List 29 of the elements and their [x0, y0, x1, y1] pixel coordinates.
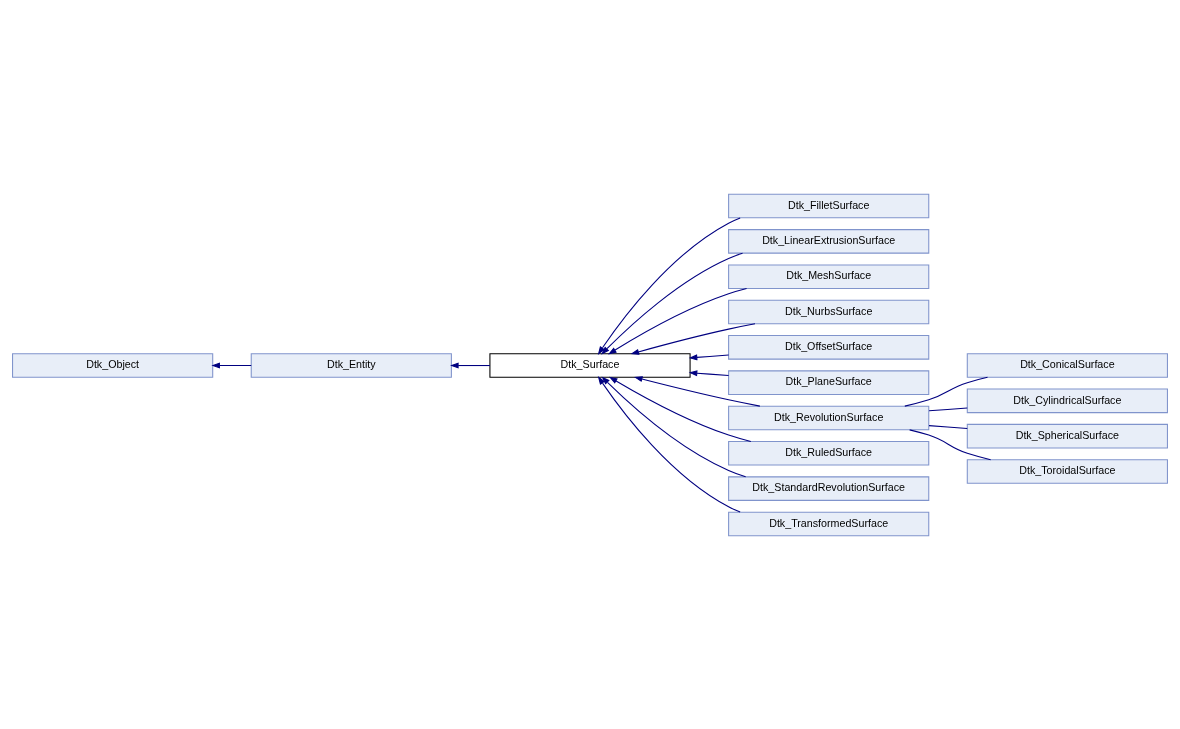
connector: [928, 424, 968, 429]
arrow: [450, 362, 491, 369]
node-box: Dtk_OffsetSurface: [728, 334, 930, 360]
arrow: [601, 252, 744, 355]
node-box: Dtk_Entity: [250, 352, 452, 378]
node-box: Dtk_Surface: [489, 352, 691, 378]
node-box: Dtk_RevolutionSurface: [728, 405, 930, 430]
node-box: Dtk_FilletSurface: [728, 193, 930, 218]
node-box: Dtk_ConicalSurface: [966, 352, 1168, 378]
node-box: Dtk_PlaneSurface: [728, 369, 930, 395]
arrow: [597, 216, 741, 355]
node-box: Dtk_NurbsSurface: [728, 299, 930, 324]
arrow: [211, 362, 252, 369]
node-box: Dtk_RuledSurface: [728, 440, 930, 466]
connector: [928, 407, 968, 411]
node-box: Dtk_ToroidalSurface: [966, 458, 1168, 484]
node-box: Dtk_SphericalSurface: [966, 423, 1168, 448]
arrow: [608, 287, 748, 354]
node-box: Dtk_TransformedSurface: [728, 511, 930, 536]
arrow: [601, 375, 747, 477]
node-box: Dtk_StandardRevolutionSurface: [728, 475, 930, 501]
connector: [904, 376, 989, 407]
node-box: Dtk_CylindricalSurface: [966, 388, 1168, 413]
arrow: [688, 369, 730, 376]
node-box: Dtk_Object: [12, 352, 214, 378]
node-box: Dtk_LinearExtrusionSurface: [728, 228, 930, 254]
arrow: [688, 353, 730, 360]
arrow: [597, 375, 741, 513]
node-box: Dtk_MeshSurface: [728, 263, 930, 289]
